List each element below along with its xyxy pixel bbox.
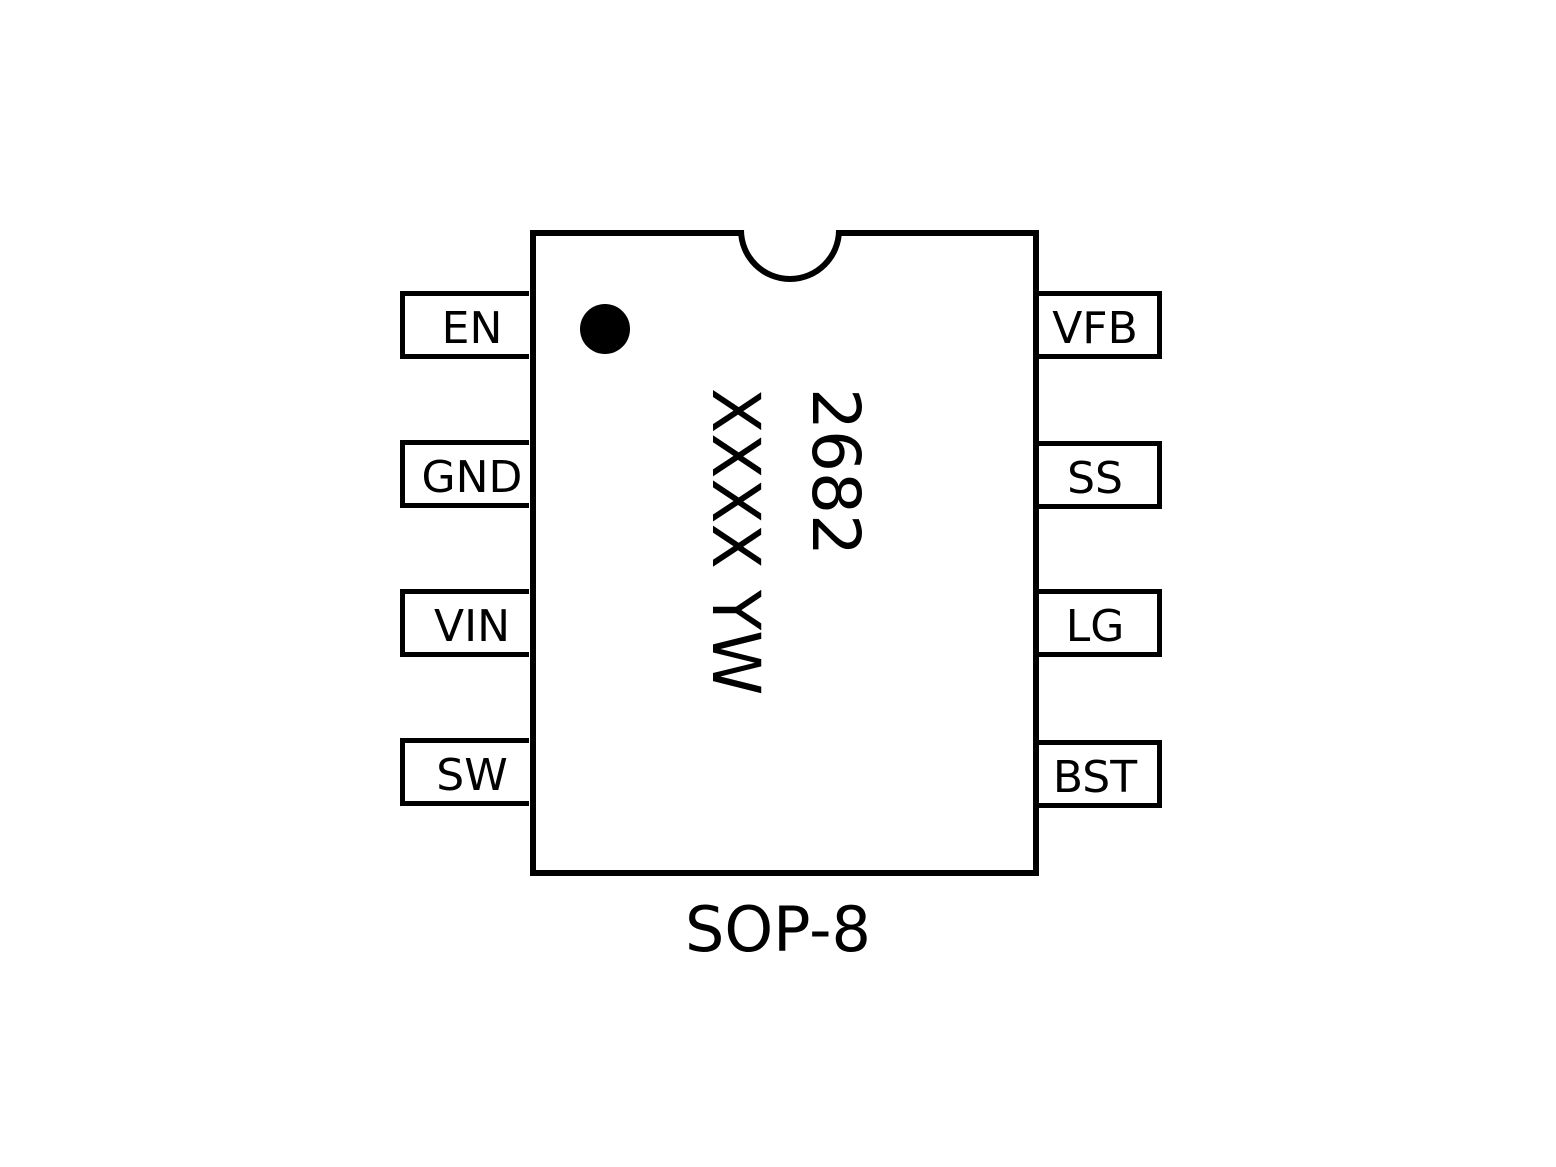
pin-label: EN bbox=[441, 303, 503, 354]
pin-label: LG bbox=[1065, 601, 1125, 652]
pin-vin: VIN bbox=[400, 589, 529, 657]
pin-label: VFB bbox=[1052, 303, 1138, 354]
pin-label: VIN bbox=[434, 601, 510, 652]
pin-lg: LG bbox=[1033, 589, 1162, 657]
pin-label: GND bbox=[421, 452, 523, 503]
pin-vfb: VFB bbox=[1033, 291, 1162, 359]
package-name: SOP-8 bbox=[685, 893, 871, 966]
marking-part-number: 2682 bbox=[797, 388, 874, 556]
pin-bst: BST bbox=[1033, 740, 1162, 808]
pin-label: SW bbox=[436, 750, 508, 801]
pin-en: EN bbox=[400, 291, 529, 359]
marking-lot-code: XXXX YW bbox=[697, 388, 774, 696]
pin-ss: SS bbox=[1033, 441, 1162, 509]
chip-body bbox=[530, 230, 1039, 876]
pin-gnd: GND bbox=[400, 440, 529, 508]
pin-label: SS bbox=[1067, 453, 1123, 504]
orientation-notch bbox=[738, 230, 842, 282]
pin1-indicator-dot bbox=[580, 304, 630, 354]
pin-label: BST bbox=[1052, 752, 1138, 803]
pin-sw: SW bbox=[400, 738, 529, 806]
